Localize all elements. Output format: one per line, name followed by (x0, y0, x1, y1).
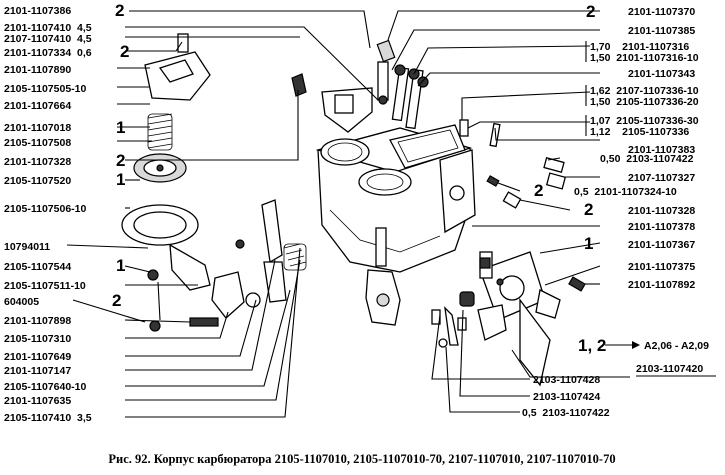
label-l19: 2101-1107649 (4, 351, 71, 363)
label-l13: 10794011 (4, 241, 50, 253)
label-l22: 2101-1107635 (4, 395, 71, 407)
label-r4: 2101-1107343 (628, 68, 695, 80)
right-labels: 2 2101-1107370 2101-1107385 1,70 2101-11… (534, 2, 716, 377)
qty-l4: 2 (120, 42, 129, 61)
label-l16: 604005 (4, 296, 39, 308)
label-l12: 2105-1107506-10 (4, 203, 86, 215)
label-r1: 2101-1107370 (628, 6, 695, 18)
carburetor-body (315, 124, 476, 326)
label-l11: 2105-1107520 (4, 175, 71, 187)
label-r6a: 1,07 2105-1107336-30 (590, 115, 699, 127)
label-r9: 2107-1107327 (628, 172, 695, 184)
qty-l11: 1 (116, 170, 125, 189)
figure-caption: Рис. 92. Корпус карбюратора 2105-1107010… (108, 452, 615, 466)
label-l3: 2107-1107410 4,5 (4, 33, 92, 45)
legend: 1, 2 A2,06 - A2,09 (578, 336, 709, 355)
economizer-assembly (479, 251, 561, 387)
label-r7: 2101-1107383 (628, 144, 695, 156)
label-l20: 2101-1107147 (4, 365, 71, 377)
label-l7: 2101-1107664 (4, 100, 71, 112)
label-b2: 2103-1107424 (533, 391, 600, 403)
label-r3a: 1,70 2101-1107316 (590, 41, 689, 53)
label-r5a: 1,62 2107-1107336-10 (590, 85, 699, 97)
label-l21: 2105-1107640-10 (4, 381, 86, 393)
label-r12: 2101-1107378 (628, 221, 695, 233)
label-l17: 2101-1107898 (4, 315, 71, 327)
label-b1: 2103-1107428 (533, 374, 600, 386)
label-b3: 0,5 2103-1107422 (522, 407, 610, 419)
qty-l10: 2 (116, 151, 125, 170)
label-r2: 2101-1107385 (628, 25, 695, 37)
qty-l1: 2 (115, 1, 124, 20)
top-jets-group (376, 39, 501, 148)
choke-housing (121, 204, 211, 332)
label-l4: 2101-1107334 0,6 (4, 47, 92, 59)
label-l14: 2105-1107544 (4, 261, 71, 273)
label-l2: 2101-1107410 4,5 (4, 22, 92, 34)
left-labels: 2101-1107386 2 2101-1107410 4,5 2107-110… (4, 1, 129, 424)
label-l23: 2105-1107410 3,5 (4, 412, 92, 424)
label-r6b: 1,12 2105-1107336 (590, 126, 689, 138)
diaphragm (133, 153, 187, 183)
label-r14: 2101-1107375 (628, 261, 695, 273)
qty-r11: 2 (584, 200, 593, 219)
parts-illustration (121, 33, 586, 387)
bottom-labels: 2103-1107428 2103-1107424 0,5 2103-11074… (522, 374, 610, 419)
label-r16: 2103-1107420 (636, 363, 703, 375)
label-l5: 2101-1107890 (4, 64, 71, 76)
label-r15: 2101-1107892 (628, 279, 695, 291)
qty-r13: 1 (584, 234, 593, 253)
qty-r1: 2 (586, 2, 595, 21)
label-r5b: 1,50 2105-1107336-20 (590, 96, 699, 108)
label-l9: 2105-1107508 (4, 137, 71, 149)
qty-l16: 2 (112, 291, 121, 310)
qty-l8: 1 (116, 118, 125, 137)
throttle-linkage (189, 199, 307, 327)
right-screws (479, 157, 586, 292)
label-l8: 2101-1107018 (4, 122, 71, 134)
label-l15: 2105-1107511-10 (4, 280, 86, 292)
legend-value: A2,06 - A2,09 (644, 340, 709, 352)
label-r8: 0,50 2103-1107422 (600, 153, 694, 165)
label-r3b: 1,50 2101-1107316-10 (590, 52, 699, 64)
label-l10: 2101-1107328 (4, 156, 71, 168)
qty-r10: 2 (534, 181, 543, 200)
label-r13: 2101-1107367 (628, 239, 695, 251)
label-l1: 2101-1107386 (4, 5, 71, 17)
label-r11: 2101-1107328 (628, 205, 695, 217)
legend-marker: 1, 2 (578, 336, 606, 355)
label-l18: 2105-1107310 (4, 333, 71, 345)
qty-l14: 1 (116, 256, 125, 275)
diaphragm-spring (147, 113, 173, 151)
label-r10: 0,5 2101-1107324-10 (574, 186, 677, 198)
label-l6: 2105-1107505-10 (4, 83, 86, 95)
leader-lines (66, 10, 640, 418)
choke-cover-top (144, 33, 373, 133)
